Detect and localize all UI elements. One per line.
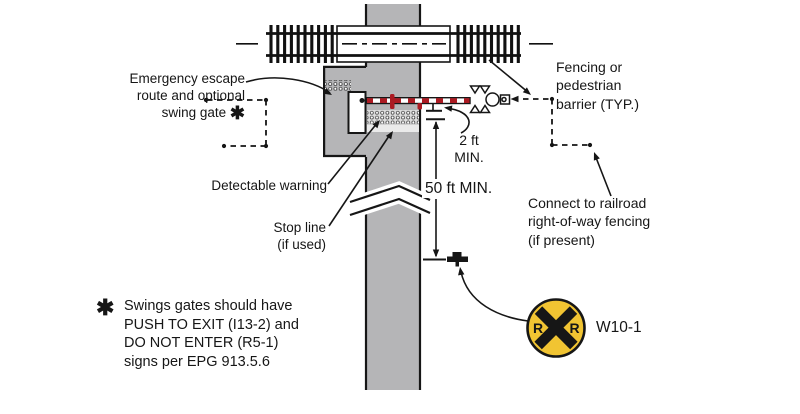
stop-line-band: [367, 124, 419, 132]
leader-detectable-warning: [327, 121, 379, 185]
label-detectable-warning: Detectable warning: [211, 178, 327, 193]
sign-letter-left: R: [533, 320, 543, 336]
railroad-ties-left: [269, 25, 334, 63]
sign-letter-right: R: [569, 320, 579, 336]
railroad-tracks: [236, 25, 553, 63]
leader-2ft: [446, 107, 470, 134]
asterisk-icon: ✱: [229, 103, 245, 123]
label-connect: Connect to railroad right-of-way fencing…: [528, 195, 651, 248]
label-stop-line: Stop line (if used): [273, 220, 326, 252]
pedestrian-fence-dashed: [513, 98, 590, 146]
railroad-ties-right: [456, 25, 520, 63]
swing-gate: [347, 91, 367, 134]
label-2ft-min: 2 ft MIN.: [454, 132, 484, 165]
dimension-50ft: [423, 121, 446, 261]
leader-fencing: [488, 59, 530, 94]
escape-route-dashed: [207, 99, 267, 147]
break-symbol: [348, 181, 432, 220]
label-note: Swings gates should have PUSH TO EXIT (I…: [124, 298, 299, 370]
leader-arrowheads: [323, 87, 600, 276]
label-w10-1: W10-1: [596, 319, 642, 336]
escape-route-dots: [203, 97, 269, 149]
rails: [266, 32, 521, 57]
label-50ft-min: 50 ft MIN.: [422, 180, 496, 198]
detectable-warning-patch: [325, 80, 351, 92]
pedestrian-fence-dots: [510, 95, 593, 148]
leader-w10-1: [460, 271, 529, 322]
sign-location-symbol: [447, 252, 468, 267]
detectable-warning-band: [367, 110, 419, 124]
dimension-2ft: [426, 103, 445, 121]
leader-emergency-escape: [245, 77, 331, 94]
w10-1-sign-icon: R R: [526, 298, 586, 358]
leaders: [245, 59, 612, 322]
leader-connect: [594, 154, 612, 197]
label-fencing: Fencing or pedestrian barrier (TYP.): [556, 59, 639, 112]
fence-arrowhead: [510, 95, 519, 103]
leader-stop-line: [328, 132, 392, 227]
gate-mechanism-icon: [469, 85, 511, 114]
label-emergency-escape: Emergency escape route and optional swin…: [129, 71, 245, 123]
gate-arm: [359, 94, 471, 110]
note-asterisk-icon: ✱: [96, 295, 115, 320]
